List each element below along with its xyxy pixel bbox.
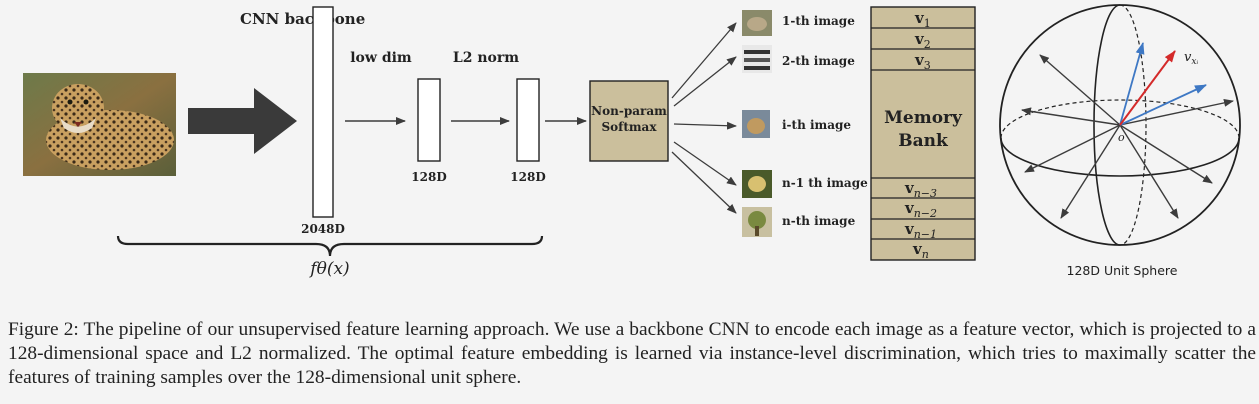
- image-label-1: 1-th image: [782, 14, 855, 28]
- input-arrow: [188, 88, 297, 154]
- memory-entry: vn: [912, 240, 929, 261]
- thumb-n-1: [742, 170, 772, 198]
- brace: [116, 235, 544, 257]
- dim-128-b-label: 128D: [510, 170, 545, 184]
- memory-label-line2: Bank: [898, 131, 949, 151]
- low-dim-block: [417, 78, 441, 162]
- origin-label: o: [1118, 131, 1125, 144]
- memory-entry: v3: [914, 51, 931, 72]
- thumb-i: [742, 110, 770, 138]
- thumb-2: [742, 45, 772, 73]
- backbone-block: [312, 6, 334, 218]
- thumb-n: [742, 207, 772, 237]
- caption-text: The pipeline of our unsupervised feature…: [8, 319, 1256, 388]
- dim-128-a-label: 128D: [411, 170, 446, 184]
- memory-label-line1: Memory: [884, 108, 963, 128]
- memory-entry: vn−2: [904, 199, 937, 220]
- figure-number: Figure 2:: [8, 319, 79, 340]
- memory-entry: vn−1: [904, 220, 937, 241]
- image-label-n-1: n-1 th image: [782, 176, 868, 190]
- thumb-1: [742, 10, 772, 36]
- memory-entry: v2: [914, 30, 931, 51]
- image-label-i: i-th image: [782, 118, 851, 132]
- fanout-arrows: [671, 22, 737, 214]
- image-label-2: 2-th image: [782, 54, 855, 68]
- memory-bank: [870, 6, 976, 261]
- f-theta-label: fθ(x): [308, 259, 349, 279]
- l2-norm-block: [516, 78, 540, 162]
- pipeline-diagram: CNN backbone 2048D low dim 128D L2 norm …: [23, 4, 1241, 279]
- unit-sphere: [999, 4, 1241, 246]
- softmax-label-line1: Non-param: [591, 104, 667, 118]
- softmax-box: [589, 80, 669, 162]
- sphere-vectors: [1021, 42, 1234, 219]
- softmax-label-line2: Softmax: [601, 120, 657, 134]
- dim-2048-label: 2048D: [301, 222, 345, 236]
- memory-entry: v1: [914, 9, 931, 30]
- low-dim-label: low dim: [350, 50, 412, 66]
- backbone-label: CNN backbone: [240, 10, 365, 28]
- l2-norm-label: L2 norm: [453, 50, 519, 66]
- sphere-label: 128D Unit Sphere: [1067, 263, 1178, 278]
- input-leopard-image: [23, 73, 176, 176]
- image-label-n: n-th image: [782, 214, 856, 228]
- vector-label: vxᵢ: [1184, 50, 1198, 67]
- memory-entry: vn−3: [904, 179, 937, 200]
- figure-caption: Figure 2: The pipeline of our unsupervis…: [8, 318, 1256, 390]
